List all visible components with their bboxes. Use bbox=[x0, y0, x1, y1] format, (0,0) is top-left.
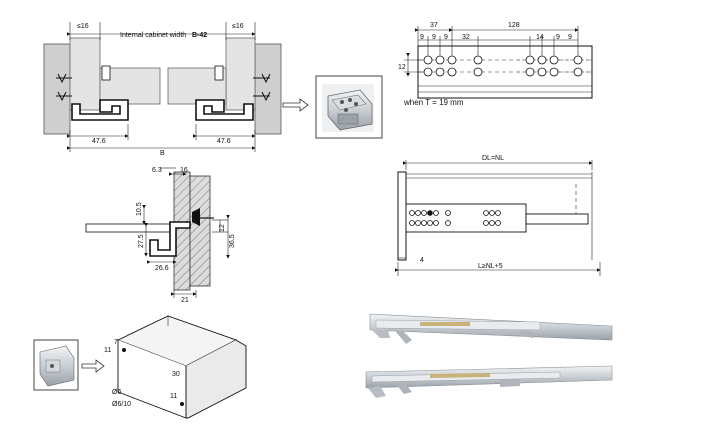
rail-section-detail: 6.3 16 10.5 12 27.5 36.5 26.6 21 bbox=[85, 167, 236, 304]
left-locking-pin bbox=[101, 65, 111, 81]
dim-9-d: 9 bbox=[556, 34, 560, 41]
dim-36-5: 36.5 bbox=[229, 234, 236, 248]
dim-left-max: ≤16 bbox=[77, 23, 89, 30]
rail-width-left: 47.6 bbox=[92, 138, 106, 145]
internal-width-formula: B-42 bbox=[192, 32, 207, 39]
plan-holes bbox=[409, 210, 501, 226]
dim-10-5: 10.5 bbox=[136, 202, 143, 216]
dim-37: 37 bbox=[430, 22, 438, 29]
dim-27-5: 27.5 bbox=[138, 234, 145, 248]
drawer-front bbox=[185, 339, 247, 419]
dim-dl-nl: DL=NL bbox=[482, 155, 504, 162]
overall-width-b: B bbox=[160, 150, 165, 157]
right-rail-profile bbox=[195, 99, 254, 121]
dim-dia-6-10: Ø6/10 bbox=[112, 401, 131, 408]
dim-9-a: 9 bbox=[420, 34, 424, 41]
slide-body bbox=[405, 203, 527, 233]
right-cabinet-wall bbox=[254, 43, 282, 135]
dim-128: 128 bbox=[508, 22, 520, 29]
slide-extension bbox=[525, 213, 589, 225]
dim-4: 4 bbox=[420, 257, 424, 264]
mounting-holes bbox=[423, 55, 583, 77]
dim-9-e: 9 bbox=[568, 34, 572, 41]
dim-14: 14 bbox=[536, 34, 544, 41]
dim-9-c: 9 bbox=[444, 34, 448, 41]
dim-dia-6: Ø6 bbox=[112, 389, 121, 396]
dim-12-section: 12 bbox=[219, 224, 226, 232]
dim-16: 16 bbox=[180, 167, 188, 174]
dim-11-bottom: 11 bbox=[170, 393, 177, 400]
dim-32: 32 bbox=[462, 34, 470, 41]
thickness-note: when T = 19 mm bbox=[403, 98, 464, 107]
dim-11-top: 11 bbox=[104, 347, 111, 354]
right-drawer-side bbox=[225, 37, 256, 111]
rail-section-profile bbox=[149, 221, 191, 257]
left-drawer-side bbox=[69, 37, 101, 111]
cabinet-wall-section bbox=[189, 175, 211, 287]
right-screws bbox=[253, 73, 271, 102]
left-cabinet-wall bbox=[43, 43, 71, 135]
front-panel bbox=[397, 171, 407, 261]
drawer-bottom-line bbox=[85, 223, 175, 233]
arrow-right-icon bbox=[282, 98, 309, 112]
clip-detail-photo bbox=[315, 75, 383, 139]
left-screws bbox=[56, 73, 72, 102]
hole-pattern-drawing: 37 128 9 9 9 32 14 9 9 12 when T = 19 mm bbox=[398, 22, 593, 107]
dim-12-vertical: 12 bbox=[398, 64, 406, 71]
dim-30: 30 bbox=[172, 371, 180, 378]
dim-l-nl-5: L≥NL+5 bbox=[478, 263, 503, 270]
drawer-plan-view: DL=NL 4 L≥NL+5 bbox=[395, 155, 601, 276]
arrow-right-icon-2 bbox=[81, 359, 105, 373]
cabinet-cross-section: ≤16 ≤16 Internal cabinet width B-42 47.6… bbox=[43, 22, 282, 157]
dim-26-6: 26.6 bbox=[155, 265, 169, 272]
slide-photo-bottom bbox=[365, 365, 613, 398]
dim-right-max: ≤16 bbox=[232, 23, 244, 30]
dim-21: 21 bbox=[181, 297, 189, 304]
drawer-3d-view: 11 7 30 Ø6 Ø6/10 11 bbox=[33, 315, 247, 419]
dim-7: 7 bbox=[114, 339, 118, 346]
rail-width-right: 47.6 bbox=[217, 138, 231, 145]
dim-9-b: 9 bbox=[432, 34, 436, 41]
right-locking-pin bbox=[214, 65, 224, 81]
screw-head-icon bbox=[192, 208, 200, 226]
slide-product-photos bbox=[365, 313, 613, 398]
dim-6-3: 6.3 bbox=[152, 167, 162, 174]
slide-photo-top bbox=[369, 313, 613, 344]
left-rail-profile bbox=[71, 99, 129, 121]
internal-width-label: Internal cabinet width bbox=[120, 32, 186, 39]
